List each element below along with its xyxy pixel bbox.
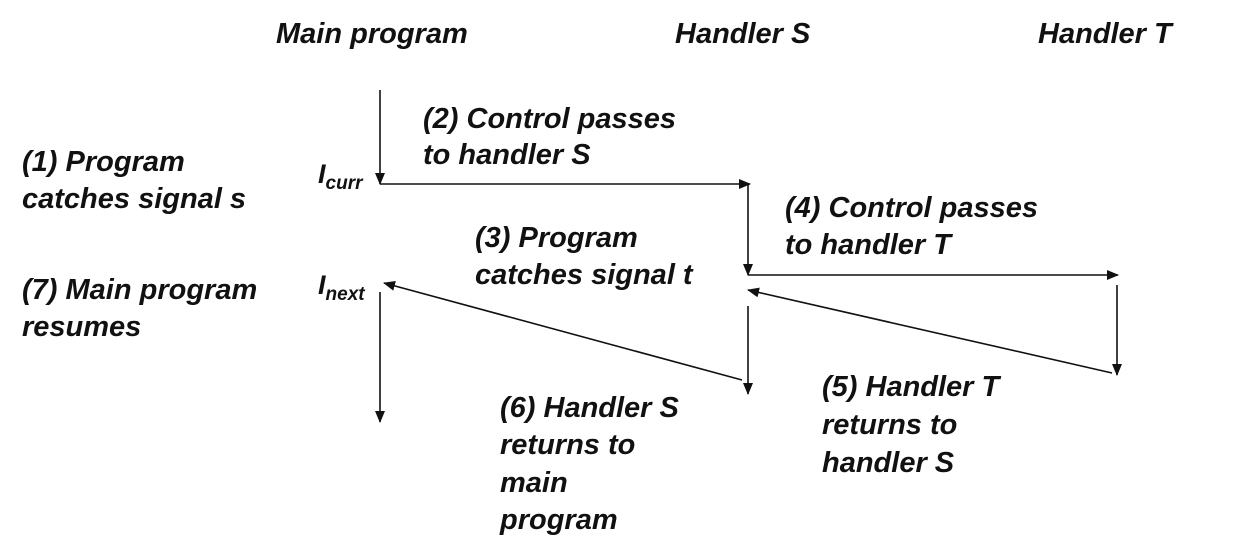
instruction-next-subscript: next — [325, 284, 365, 305]
instruction-next-label: Inext — [318, 270, 365, 310]
step-5-line-2: returns to — [822, 409, 958, 441]
step-1-line-2: catches signal s — [22, 183, 247, 215]
step-2-line-1: (2) Control passes — [423, 103, 676, 135]
step-7-line-1: (7) Main program — [22, 274, 258, 306]
step-6-line-3: main — [500, 467, 568, 499]
handler-s-header: Handler S — [675, 18, 811, 50]
step-5-line-1: (5) Handler T — [822, 371, 1000, 403]
step-6-line-1: (6) Handler S — [500, 392, 679, 424]
handler-s-return-arrow — [383, 281, 743, 381]
main-program-header: Main program — [276, 18, 468, 50]
handler-t-header: Handler T — [1038, 18, 1172, 50]
step-2-line-2: to handler S — [423, 139, 591, 171]
step-4-line-1: (4) Control passes — [785, 192, 1038, 224]
step-5-line-3: handler S — [822, 447, 955, 479]
instruction-curr-base: I — [318, 159, 326, 189]
step-3-line-1: (3) Program — [475, 222, 638, 254]
step-7-line-2: resumes — [22, 311, 142, 343]
handler-t-return-arrow — [747, 287, 1113, 374]
instruction-next-base: I — [318, 270, 326, 300]
step-1-line-1: (1) Program — [22, 146, 185, 178]
instruction-curr-label: Icurr — [318, 159, 362, 199]
step-4-line-2: to handler T — [785, 229, 951, 261]
step-6-line-2: returns to — [500, 429, 636, 461]
step-6-line-4: program — [500, 504, 618, 536]
step-3-line-2: catches signal t — [475, 259, 693, 291]
instruction-curr-subscript: curr — [325, 173, 363, 194]
